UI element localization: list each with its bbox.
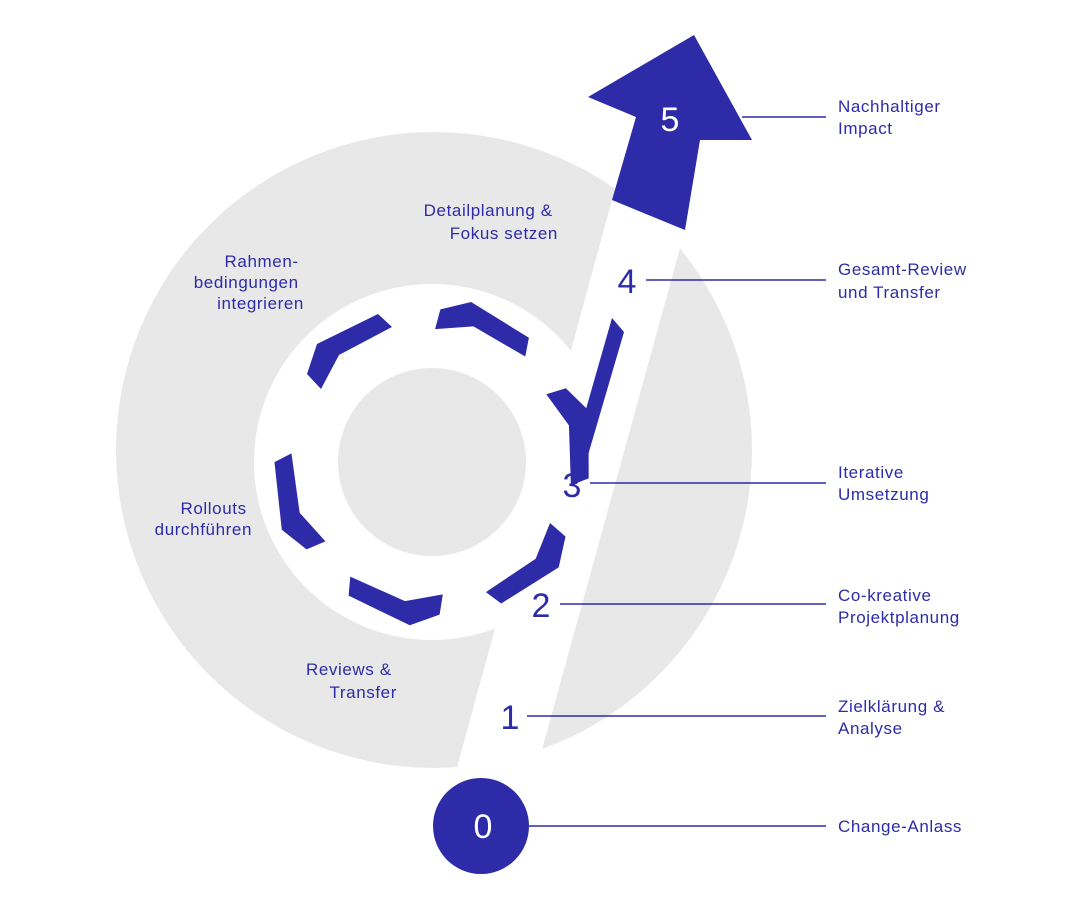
stage-label-0: Change-Anlass (838, 817, 962, 836)
inner-gray-disc (338, 368, 526, 556)
cycle-arrow-segment (546, 388, 589, 486)
impact-arrow (588, 35, 752, 230)
stage-label-3: Iterative Umsetzung (838, 463, 929, 504)
cycle-arrows (274, 301, 589, 626)
stage-number-2: 2 (532, 587, 551, 625)
stage-number-1: 1 (501, 699, 520, 737)
stage-label-1: Zielklärung & Analyse (838, 697, 950, 738)
cycle-label-reviews: Reviews & Transfer (306, 660, 397, 702)
cycle-arrow-segment (435, 301, 529, 357)
cycle-arrow-segment (485, 522, 566, 604)
stage-number-4: 4 (618, 263, 637, 301)
stage-number-5: 5 (661, 101, 680, 139)
start-circle (433, 778, 529, 874)
cycle-arrow-segment (307, 314, 392, 389)
diagonal-path-band (455, 200, 685, 775)
stage-number-3: 3 (563, 467, 582, 505)
cycle-arrow-segment (348, 576, 443, 626)
stage-label-5: Nachhaltiger Impact (838, 97, 946, 138)
cycle-label-rollouts: Rollouts durchführen (155, 499, 252, 539)
stage-label-4: Gesamt-Review und Transfer (838, 260, 972, 302)
cycle-arrow-segment (274, 453, 326, 550)
cycle-label-rahmenbedingungen: Rahmen- bedingungen integrieren (194, 252, 304, 313)
stage-number-0: 0 (474, 808, 493, 846)
cycle-label-detailplanung: Detailplanung & Fokus setzen (424, 201, 558, 243)
cycle-exit-slash (572, 318, 624, 462)
stage-label-2: Co-kreative Projektplanung (838, 586, 960, 627)
